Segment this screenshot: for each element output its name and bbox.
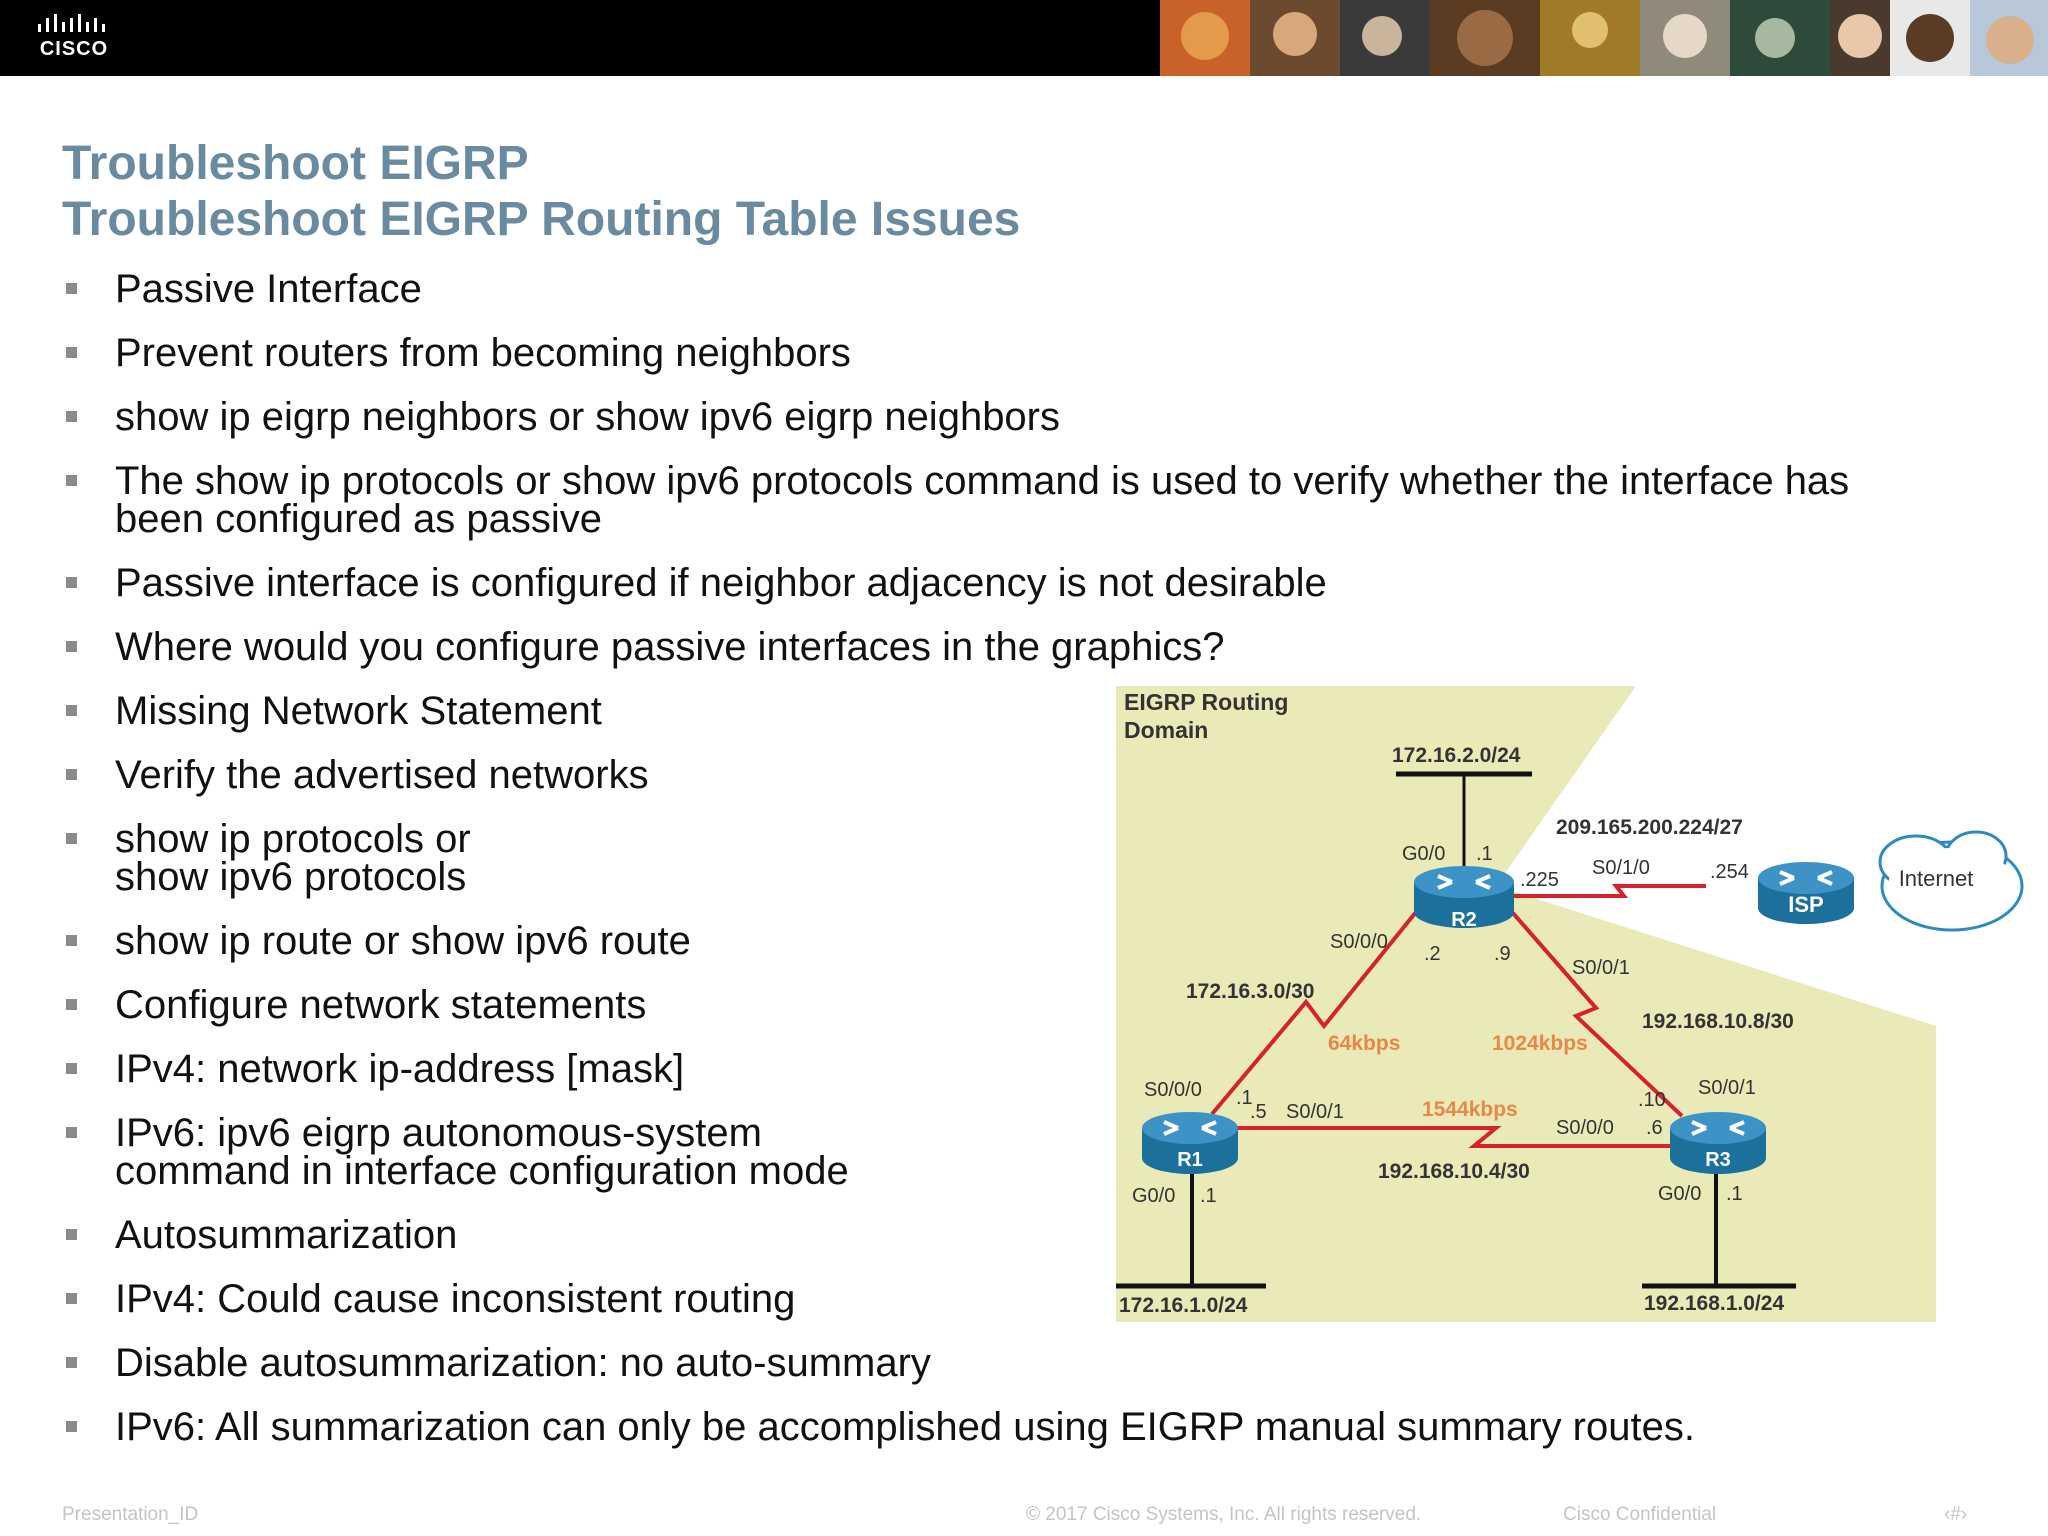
bandwidth-label-r1-r3: 1544kbps xyxy=(1422,1098,1518,1121)
if-label-r2-s001: S0/0/1 xyxy=(1572,957,1630,979)
network-label-lan-r1: 172.16.1.0/24 xyxy=(1119,1294,1248,1317)
bullet-square-icon xyxy=(66,577,77,588)
bullet-square-icon xyxy=(66,1357,77,1368)
if-label-r2-s010: S0/1/0 xyxy=(1592,857,1650,879)
router-r2-icon: R2 xyxy=(1414,866,1514,931)
slide-title: Troubleshoot EIGRP xyxy=(62,137,529,190)
serial-link-r1-r3 xyxy=(1232,1126,1672,1148)
if-label-r2-s000: S0/0/0 xyxy=(1330,931,1388,953)
ip-label-r1-s000: .1 xyxy=(1236,1087,1253,1109)
router-r2-label: R2 xyxy=(1451,909,1477,931)
bullet-square-icon xyxy=(66,935,77,946)
bullet-square-icon xyxy=(66,283,77,294)
if-label-r3-g00: G0/0 xyxy=(1658,1183,1701,1205)
network-label-r1-r3: 192.168.10.4/30 xyxy=(1378,1160,1530,1183)
ip-label-r3-s000: .6 xyxy=(1646,1117,1663,1139)
bullet-square-icon xyxy=(66,1229,77,1240)
slide-titles: Troubleshoot EIGRP Troubleshoot EIGRP Ro… xyxy=(62,136,1020,248)
ip-label-r1-g00: .1 xyxy=(1200,1185,1217,1207)
network-label-lan-r3: 192.168.1.0/24 xyxy=(1644,1292,1784,1315)
cisco-logo: CISCO xyxy=(34,14,114,62)
router-isp-label: ISP xyxy=(1788,892,1823,917)
bullet-square-icon xyxy=(66,705,77,716)
router-r1-label: R1 xyxy=(1177,1149,1203,1171)
domain-label-line2: Domain xyxy=(1124,717,1208,743)
bullet-square-icon xyxy=(66,769,77,780)
bullet-square-icon xyxy=(66,347,77,358)
header-photo-strip xyxy=(1160,0,2048,76)
eigrp-topology-diagram: EIGRP Routing Domain Internet R2 ISP xyxy=(1116,686,2024,1322)
network-label-lan-r2: 172.16.2.0/24 xyxy=(1392,744,1521,767)
if-label-r1-s000: S0/0/0 xyxy=(1144,1079,1202,1101)
internet-cloud-icon: Internet xyxy=(1878,830,2024,932)
serial-link-r2-r3 xyxy=(1510,910,1684,1118)
bullet-square-icon xyxy=(66,1127,77,1138)
cisco-bars-icon xyxy=(38,14,105,32)
eigrp-domain-area xyxy=(1116,686,1936,1322)
bullet-square-icon xyxy=(66,999,77,1010)
router-r1-icon: R1 xyxy=(1142,1112,1238,1174)
bandwidth-label-r2-r3: 1024kbps xyxy=(1492,1032,1588,1055)
domain-label-line1: EIGRP Routing xyxy=(1124,689,1288,715)
footer-confidential: Cisco Confidential xyxy=(1563,1504,1717,1525)
if-label-r3-s001: S0/0/1 xyxy=(1698,1077,1756,1099)
slide-subtitle: Troubleshoot EIGRP Routing Table Issues xyxy=(62,193,1021,246)
footer-presentation-id: Presentation_ID xyxy=(62,1504,199,1525)
network-label-isp-link: 209.165.200.224/27 xyxy=(1556,816,1743,839)
bullet-square-icon xyxy=(66,641,77,652)
header-bar: CISCO xyxy=(0,0,2048,76)
cisco-logo-text: CISCO xyxy=(39,38,109,60)
ip-label-r3-s001: .10 xyxy=(1638,1089,1666,1111)
ip-label-isp: .254 xyxy=(1710,861,1749,883)
network-label-r1-r2: 172.16.3.0/30 xyxy=(1186,980,1314,1003)
router-isp-icon: ISP xyxy=(1758,862,1854,924)
router-r3-label: R3 xyxy=(1705,1149,1731,1171)
ip-label-r2-s010: .225 xyxy=(1520,869,1559,891)
if-label-r1-s001: S0/0/1 xyxy=(1286,1101,1344,1123)
if-label-r1-g00: G0/0 xyxy=(1132,1185,1175,1207)
ip-label-r1-s001: .5 xyxy=(1250,1101,1267,1123)
if-label-r2-g00: G0/0 xyxy=(1402,843,1445,865)
footer-copyright: © 2017 Cisco Systems, Inc. All rights re… xyxy=(1026,1504,1422,1525)
ip-label-r3-g00: .1 xyxy=(1726,1183,1743,1205)
serial-link-r2-isp xyxy=(1512,884,1706,898)
footer-page-number: ‹#› xyxy=(1944,1504,1968,1525)
bullet-square-icon xyxy=(66,475,77,486)
bandwidth-label-r1-r2: 64kbps xyxy=(1328,1032,1400,1055)
ip-label-r2-s000: .2 xyxy=(1424,943,1441,965)
bullet-square-icon xyxy=(66,411,77,422)
ip-label-r2-g00: .1 xyxy=(1476,843,1493,865)
serial-link-r1-r2 xyxy=(1210,910,1418,1116)
if-label-r3-s000: S0/0/0 xyxy=(1556,1117,1614,1139)
router-r3-icon: R3 xyxy=(1670,1112,1766,1174)
internet-label: Internet xyxy=(1899,866,1974,891)
ip-label-r2-s001: .9 xyxy=(1494,943,1511,965)
bullet-square-icon xyxy=(66,1421,77,1432)
network-label-r2-r3: 192.168.10.8/30 xyxy=(1642,1010,1794,1033)
bullet-square-icon xyxy=(66,833,77,844)
bullet-square-icon xyxy=(66,1293,77,1304)
bullet-square-icon xyxy=(66,1063,77,1074)
